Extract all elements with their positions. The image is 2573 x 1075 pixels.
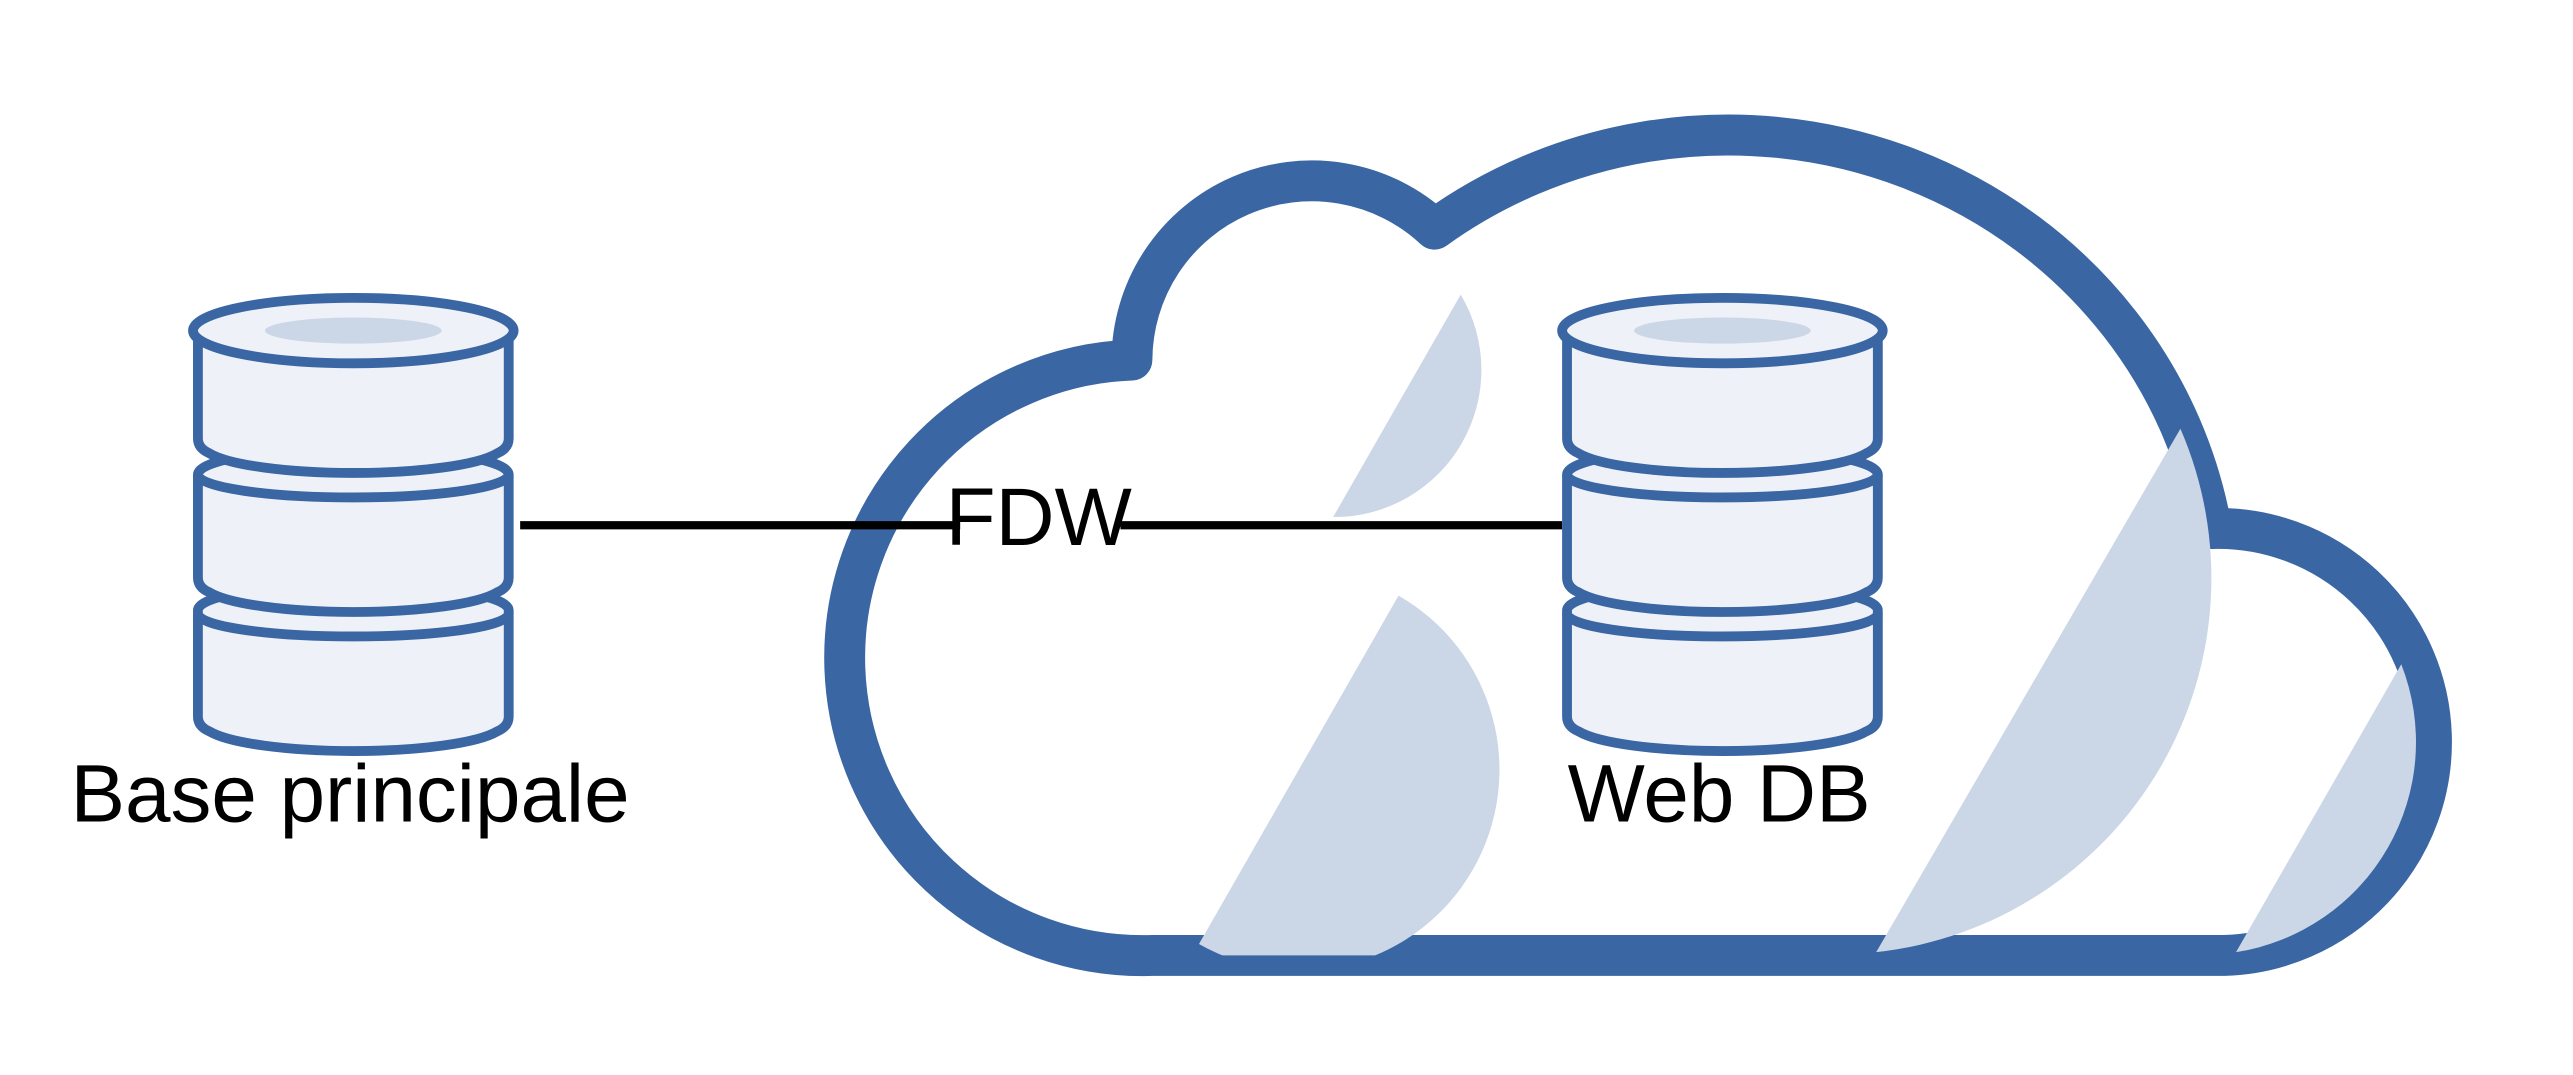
fdw-connection: FDW xyxy=(520,472,1563,563)
database-icon xyxy=(188,292,519,756)
cloud-shading xyxy=(1198,294,2416,956)
main-db-label: Base principale xyxy=(71,748,630,839)
web-db-label: Web DB xyxy=(1568,748,1871,839)
database-icon xyxy=(1557,292,1888,756)
connection-label: FDW xyxy=(946,472,1132,563)
